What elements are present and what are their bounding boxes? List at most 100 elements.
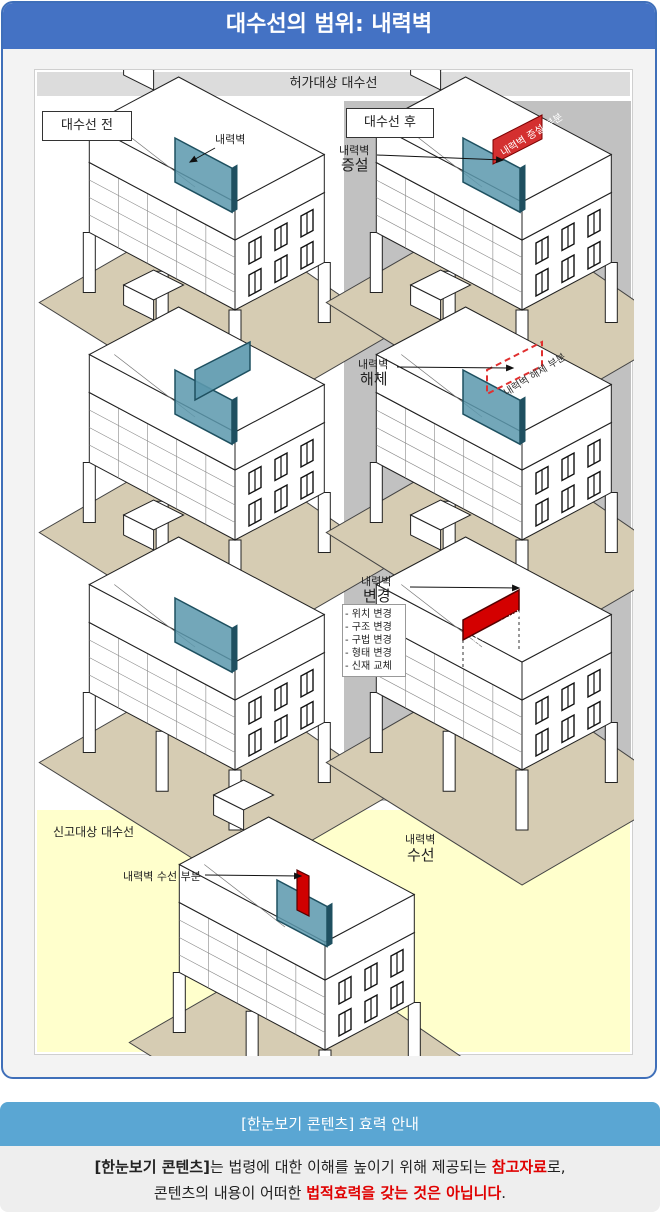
bearing-wall-edge bbox=[519, 164, 526, 214]
stair-box-side bbox=[123, 514, 155, 551]
pilotis-column bbox=[172, 972, 186, 1033]
arrow-head bbox=[506, 364, 515, 372]
notice-text: 콘텐츠의 내용이 어떠한 bbox=[153, 1184, 307, 1202]
leader-line bbox=[396, 366, 514, 369]
remove-small-label: 내력벽 bbox=[358, 358, 389, 371]
facade-grid-line bbox=[179, 937, 326, 1016]
facade-grid-line bbox=[89, 409, 236, 488]
change-item: - 구법 변경 bbox=[345, 635, 392, 646]
report-section-title: 신고대상 대수선 bbox=[53, 825, 135, 839]
stair-box-side bbox=[410, 70, 442, 91]
stair-box-side bbox=[123, 70, 155, 91]
pilotis-column bbox=[604, 262, 618, 323]
wall-label-before: 내력벽 bbox=[215, 133, 246, 146]
pilotis-column bbox=[317, 722, 331, 783]
change-list: - 위치 변경 - 구조 변경 - 구법 변경 - 형태 변경 - 신재 교체 bbox=[342, 604, 406, 677]
leader-line bbox=[376, 154, 504, 161]
pilotis-column bbox=[82, 462, 96, 523]
notice-bold-term: [한눈보기 콘텐츠] bbox=[94, 1158, 210, 1176]
facade-grid-line bbox=[89, 639, 236, 718]
pilotis-column bbox=[604, 722, 618, 783]
building-diagram bbox=[38, 70, 634, 1056]
added-wall bbox=[492, 114, 543, 165]
pilotis-column bbox=[442, 730, 456, 792]
stair-box-side bbox=[123, 284, 155, 321]
pilotis-column bbox=[317, 262, 331, 323]
add-big-label: 증설 bbox=[341, 156, 369, 174]
notice-line-2: 콘텐츠의 내용이 어떠한 법적효력을 갖는 것은 아닙니다. bbox=[0, 1180, 660, 1206]
upper-roof bbox=[88, 76, 326, 203]
change-item: - 형태 변경 bbox=[345, 648, 392, 659]
repair-part-label: 내력벽 수선 부분 bbox=[123, 870, 201, 883]
pilotis-column bbox=[369, 232, 383, 293]
facade-grid-line bbox=[179, 919, 326, 998]
notice-text: . bbox=[501, 1184, 507, 1202]
upper-roof bbox=[375, 536, 613, 663]
pilotis-column bbox=[604, 492, 618, 553]
notice-body: [한눈보기 콘텐츠]는 법령에 대한 이해를 높이기 위해 제공되는 참고자료로… bbox=[0, 1146, 660, 1212]
facade-grid-line bbox=[376, 214, 523, 293]
facade-grid-line bbox=[89, 179, 236, 258]
facade-grid-line bbox=[376, 409, 523, 488]
arrow-head bbox=[495, 156, 505, 164]
upper-roof bbox=[375, 306, 613, 433]
facade-grid-line bbox=[376, 427, 523, 506]
bearing-wall-edge bbox=[231, 164, 238, 214]
remove-big-label: 해체 bbox=[360, 370, 388, 388]
bearing-wall-edge bbox=[231, 396, 238, 446]
change-small-label: 내력벽 bbox=[361, 575, 392, 588]
arrow-head bbox=[512, 584, 521, 592]
leader-line bbox=[204, 874, 302, 877]
arrow-head bbox=[188, 155, 198, 163]
notice-line-1: [한눈보기 콘텐츠]는 법령에 대한 이해를 높이기 위해 제공되는 참고자료로… bbox=[0, 1154, 660, 1180]
pilotis-column bbox=[369, 462, 383, 523]
stair-box-side bbox=[410, 284, 442, 321]
arrow-head bbox=[294, 872, 303, 880]
add-small-label: 내력벽 bbox=[339, 144, 370, 157]
stair-box-side bbox=[213, 794, 245, 831]
bearing-wall-edge bbox=[519, 396, 526, 446]
change-item: - 신재 교체 bbox=[345, 661, 392, 672]
pilotis-column bbox=[407, 1002, 421, 1056]
facade-grid-line bbox=[179, 954, 326, 1033]
facade-grid-line bbox=[89, 214, 236, 293]
change-item: - 구조 변경 bbox=[345, 622, 392, 633]
change-item: - 위치 변경 bbox=[345, 609, 392, 620]
repair-small-label: 내력벽 bbox=[405, 833, 436, 846]
pilotis-column bbox=[245, 1010, 259, 1056]
facade-grid-line bbox=[376, 674, 523, 753]
facade-grid-line bbox=[89, 674, 236, 753]
removed-wall-outline bbox=[486, 340, 543, 396]
notice-highlight: 법적효력을 갖는 것은 아닙니다 bbox=[306, 1184, 502, 1202]
bearing-wall-edge bbox=[231, 624, 238, 674]
pilotis-column bbox=[82, 692, 96, 753]
bearing-wall bbox=[194, 340, 251, 402]
facade-grid-line bbox=[89, 444, 236, 523]
repair-big-label: 수선 bbox=[407, 846, 435, 864]
notice-highlight: 참고자료 bbox=[491, 1158, 547, 1176]
facade-grid-line bbox=[376, 179, 523, 258]
notice-text: 는 법령에 대한 이해를 높이기 위해 제공되는 bbox=[209, 1158, 492, 1176]
notice-text: 로, bbox=[546, 1158, 566, 1176]
notice-title: [한눈보기 콘텐츠] 효력 안내 bbox=[0, 1102, 660, 1146]
facade-grid-line bbox=[89, 197, 236, 276]
after-label: 대수선 후 bbox=[346, 108, 434, 138]
facade-grid-line bbox=[89, 657, 236, 736]
pilotis-column bbox=[82, 232, 96, 293]
change-big-label: 변경 bbox=[363, 587, 391, 605]
bearing-wall-edge bbox=[326, 902, 333, 948]
repair-part bbox=[296, 869, 310, 917]
content-card: 대수선의 범위: 내력벽 허가대상 대수선 대수선 전 대수선 후 내력벽 내력… bbox=[1, 1, 657, 1079]
pilotis-column bbox=[369, 692, 383, 753]
stair-box-side bbox=[410, 514, 442, 551]
leader-line bbox=[409, 586, 520, 589]
upper-roof bbox=[88, 536, 326, 663]
pilotis-column bbox=[515, 769, 529, 831]
facade-grid-line bbox=[376, 444, 523, 523]
page-title: 대수선의 범위: 내력벽 bbox=[3, 3, 655, 49]
pilotis-column bbox=[318, 1049, 332, 1056]
pilotis-column bbox=[155, 730, 169, 792]
facade-grid-line bbox=[89, 427, 236, 506]
facade-grid-line bbox=[376, 197, 523, 276]
before-label: 대수선 전 bbox=[42, 111, 132, 141]
